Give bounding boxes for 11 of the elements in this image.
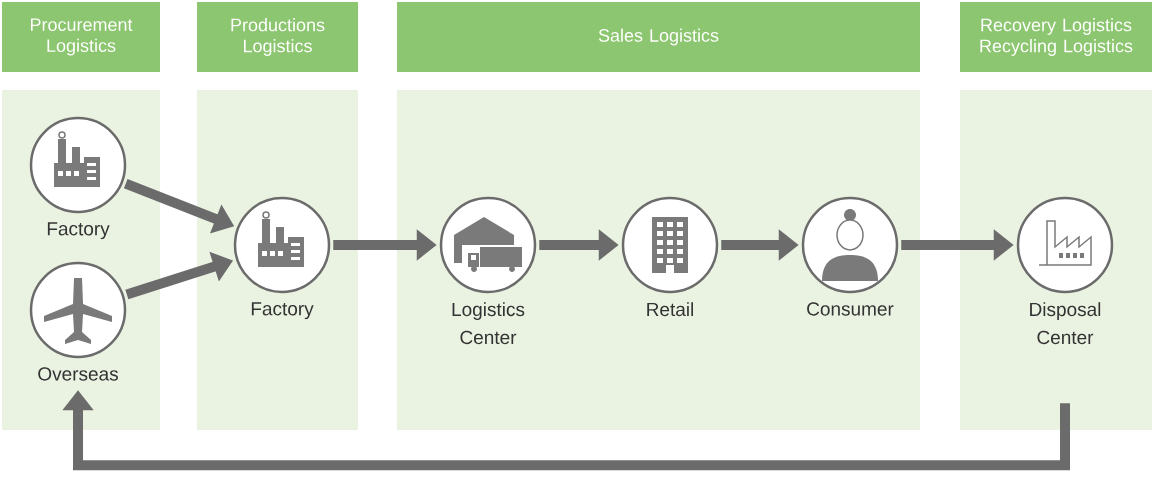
station-label: Disposal Center (1030, 302, 1101, 345)
station-label: Consumer (807, 302, 894, 316)
header-band: Procurement Logistics (2, 2, 160, 72)
header-band: Productions Logistics (197, 2, 358, 72)
header-band: Recovery Logistics Recycling Logistics (960, 2, 1152, 72)
station-label: Retail (647, 302, 693, 317)
station-label: Factory (47, 222, 110, 240)
header-band: Sales Logistics (397, 2, 920, 72)
station-label: Overseas (38, 367, 118, 381)
station-label: Factory (251, 302, 314, 320)
station-label: Logistics Center (452, 302, 525, 345)
